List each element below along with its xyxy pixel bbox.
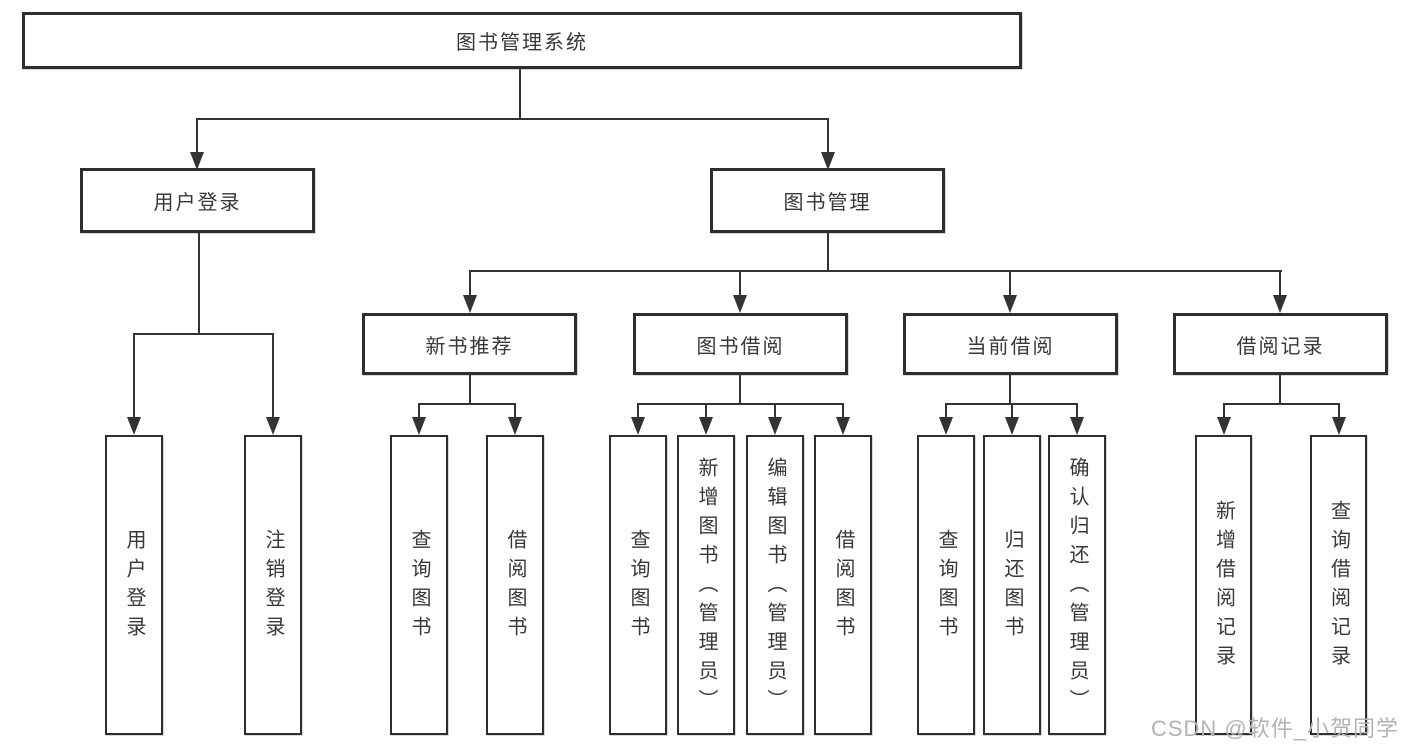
leaf-borrow-books-recommend: 借阅图书: [486, 435, 544, 735]
connector-drop-recd-add: [1223, 403, 1225, 418]
arrowhead-bor-add: [699, 417, 713, 435]
arrowhead-cur-confirm: [1070, 417, 1084, 435]
connector-drop-bor-borrow: [842, 403, 844, 418]
arrowhead-rec-borrow: [508, 417, 522, 435]
connector-root-stem: [519, 69, 521, 118]
arrowhead-book-management: [821, 152, 835, 170]
arrowhead-user-login: [190, 152, 204, 170]
connector-userlogin-bar: [133, 333, 274, 335]
arrowhead-records: [1273, 295, 1287, 313]
connector-bookmgmt-bar: [469, 270, 1282, 272]
node-user-login: 用户登录: [80, 168, 315, 233]
arrowhead-recd-query: [1332, 417, 1346, 435]
connector-drop-cur-confirm: [1076, 403, 1078, 418]
leaf-query-books-recommend: 查询图书: [390, 435, 448, 735]
connector-userlogin-stem: [198, 233, 200, 335]
leaf-query-books-borrow: 查询图书: [609, 435, 667, 735]
arrowhead-bor-edit: [768, 417, 782, 435]
leaf-add-books-admin: 新增图书（管理员）: [677, 435, 735, 735]
arrowhead-bor-borrow: [836, 417, 850, 435]
node-current-borrow: 当前借阅: [903, 313, 1118, 375]
connector-root-bar: [196, 118, 829, 120]
node-root: 图书管理系统: [22, 12, 1022, 69]
arrowhead-bor-query: [631, 417, 645, 435]
node-new-book-recommend: 新书推荐: [362, 313, 577, 375]
connector-drop-leaf-logout: [272, 333, 274, 418]
connector-drop-user-login: [196, 118, 198, 154]
connector-current-stem: [1009, 373, 1011, 405]
csdn-watermark: CSDN @软件_小贺同学: [1150, 716, 1399, 741]
leaf-query-books-current: 查询图书: [917, 435, 975, 735]
connector-drop-rec-borrow: [514, 403, 516, 418]
connector-drop-recommend: [469, 270, 471, 296]
connector-borrow-stem: [739, 373, 741, 405]
connector-drop-book-management: [827, 118, 829, 154]
arrowhead-leaf-logout: [266, 417, 280, 435]
connector-drop-records: [1279, 270, 1281, 296]
arrowhead-cur-query: [939, 417, 953, 435]
connector-bookmgmt-stem: [827, 233, 829, 272]
connector-drop-cur-return: [1011, 403, 1013, 418]
leaf-query-borrow-record: 查询借阅记录: [1310, 435, 1367, 735]
connector-drop-borrow: [739, 270, 741, 296]
leaf-borrow-books: 借阅图书: [814, 435, 872, 735]
connector-drop-bor-add: [705, 403, 707, 418]
connector-drop-recd-query: [1338, 403, 1340, 418]
node-book-management: 图书管理: [710, 168, 945, 233]
arrowhead-cur-return: [1005, 417, 1019, 435]
node-book-borrow: 图书借阅: [633, 313, 848, 375]
connector-recommend-bar: [418, 403, 516, 405]
leaf-logout: 注销登录: [244, 435, 302, 735]
arrowhead-leaf-login: [127, 417, 141, 435]
leaf-edit-books-admin: 编辑图书（管理员）: [746, 435, 804, 735]
leaf-confirm-return-admin: 确认归还（管理员）: [1048, 435, 1106, 735]
connector-records-bar: [1223, 403, 1340, 405]
connector-drop-current: [1009, 270, 1011, 296]
arrowhead-current: [1003, 295, 1017, 313]
connector-drop-rec-query: [418, 403, 420, 418]
arrowhead-borrow: [733, 295, 747, 313]
connector-recommend-stem: [469, 373, 471, 405]
arrowhead-rec-query: [412, 417, 426, 435]
leaf-user-login: 用户登录: [105, 435, 163, 735]
leaf-return-books: 归还图书: [983, 435, 1041, 735]
arrowhead-recommend: [463, 295, 477, 313]
node-borrow-records: 借阅记录: [1173, 313, 1388, 375]
arrowhead-recd-add: [1217, 417, 1231, 435]
connector-records-stem: [1279, 373, 1281, 405]
connector-drop-bor-edit: [774, 403, 776, 418]
connector-borrow-bar: [637, 403, 844, 405]
connector-drop-bor-query: [637, 403, 639, 418]
connector-drop-leaf-login: [133, 333, 135, 418]
leaf-add-borrow-record: 新增借阅记录: [1195, 435, 1252, 735]
connector-drop-cur-query: [945, 403, 947, 418]
